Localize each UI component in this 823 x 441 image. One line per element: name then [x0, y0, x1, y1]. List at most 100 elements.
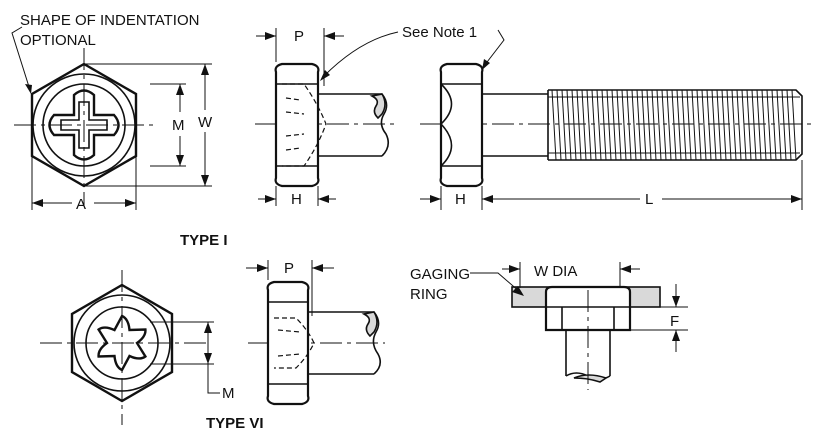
dim-h-side-label: H — [291, 191, 302, 208]
dim-a — [31, 156, 137, 210]
thread-line — [571, 89, 577, 161]
type1-cross-recess-inner — [60, 101, 108, 149]
type1-cross-recess — [48, 89, 120, 161]
type6-hex-outline — [70, 283, 174, 403]
shape-note-leader — [11, 26, 31, 91]
thread-line — [681, 89, 687, 161]
gaging-label-line1: GAGING — [410, 266, 470, 283]
thread-line — [641, 89, 647, 161]
dim-p-type6-label: P — [284, 260, 294, 277]
thread-line — [676, 89, 682, 161]
thread-line — [661, 89, 667, 161]
thread-line — [781, 89, 787, 161]
dim-m-type1 — [150, 83, 186, 167]
thread-line — [616, 89, 622, 161]
w-dia-label: W DIA — [534, 263, 577, 280]
type-1-title: TYPE I — [180, 232, 228, 249]
dim-f-label: F — [670, 313, 679, 330]
thread-line — [611, 89, 617, 161]
dim-l — [482, 160, 803, 210]
thread-line — [581, 89, 587, 161]
gaging-leader — [470, 272, 521, 293]
gaging-ring-view — [511, 285, 661, 390]
thread-line — [631, 89, 637, 161]
see-note-leader-2 — [483, 29, 505, 67]
dim-h-bolt-label: H — [455, 191, 466, 208]
shape-note-arrow — [25, 84, 32, 94]
bolt-head — [439, 62, 484, 188]
thread-line — [651, 89, 657, 161]
thread-line — [761, 89, 767, 161]
type6-side-break — [372, 311, 382, 375]
dim-m-type1-label: M — [172, 117, 185, 134]
dim-p-type6 — [246, 260, 334, 316]
dim-h-bolt — [420, 186, 493, 210]
thread-line — [691, 89, 697, 161]
thread-line — [756, 89, 762, 161]
thread-line — [716, 89, 722, 161]
thread-line — [776, 89, 782, 161]
thread-line — [596, 89, 602, 161]
thread-line — [626, 89, 632, 161]
thread-line — [576, 89, 582, 161]
thread-line — [791, 89, 797, 161]
type6-star-recess — [96, 314, 148, 372]
dim-w-label: W — [198, 114, 213, 131]
type6-chamfer-circle — [73, 294, 171, 392]
thread-line — [751, 89, 757, 161]
thread-line — [636, 89, 642, 161]
thread-line — [621, 89, 627, 161]
thread-line — [786, 89, 792, 161]
dim-a-label: A — [76, 196, 86, 213]
dim-p-type1-label: P — [294, 28, 304, 45]
gaging-label-line2: RING — [410, 286, 448, 303]
type6-side-view — [248, 280, 385, 406]
dim-l-label: L — [645, 191, 653, 208]
type1-side-break — [380, 93, 390, 157]
dim-m-type6 — [150, 321, 220, 394]
dim-f — [630, 284, 688, 352]
bolt-thread-lines — [551, 89, 797, 161]
thread-line — [686, 89, 692, 161]
thread-line — [586, 89, 592, 161]
thread-line — [556, 89, 562, 161]
type1-bearing-circle — [42, 83, 126, 167]
thread-line — [706, 89, 712, 161]
type1-end-view — [14, 48, 158, 205]
type1-side-view — [255, 62, 395, 188]
type1-full-bolt — [420, 62, 815, 188]
type6-bearing-circle — [85, 306, 159, 380]
thread-line — [746, 89, 752, 161]
thread-line — [731, 89, 737, 161]
type1-side-head — [274, 62, 320, 188]
type6-side-break-shade — [361, 311, 378, 338]
thread-line — [666, 89, 672, 161]
type6-side-recess-hidden — [274, 317, 315, 369]
type1-chamfer-circle — [32, 73, 136, 177]
thread-line — [656, 89, 662, 161]
see-note-arrow-2 — [482, 59, 490, 70]
thread-line — [741, 89, 747, 161]
see-note-label: See Note 1 — [402, 24, 477, 41]
dim-m-type6-label: M — [222, 385, 235, 402]
dim-w-dia — [502, 262, 640, 288]
thread-line — [696, 89, 702, 161]
thread-line — [566, 89, 572, 161]
thread-line — [551, 89, 557, 161]
dim-w — [84, 63, 212, 187]
dim-p-type1 — [256, 28, 344, 86]
see-note-arrow-1 — [320, 70, 330, 81]
thread-line — [701, 89, 707, 161]
thread-line — [646, 89, 652, 161]
thread-line — [771, 89, 777, 161]
thread-line — [726, 89, 732, 161]
thread-line — [561, 89, 567, 161]
gaging-leader-arrow — [512, 286, 524, 296]
thread-line — [766, 89, 772, 161]
thread-line — [601, 89, 607, 161]
thread-line — [671, 89, 677, 161]
bolt-thread-envelope — [547, 89, 803, 161]
shape-note-line2: OPTIONAL — [20, 32, 96, 49]
type-6-title: TYPE VI — [206, 415, 264, 432]
